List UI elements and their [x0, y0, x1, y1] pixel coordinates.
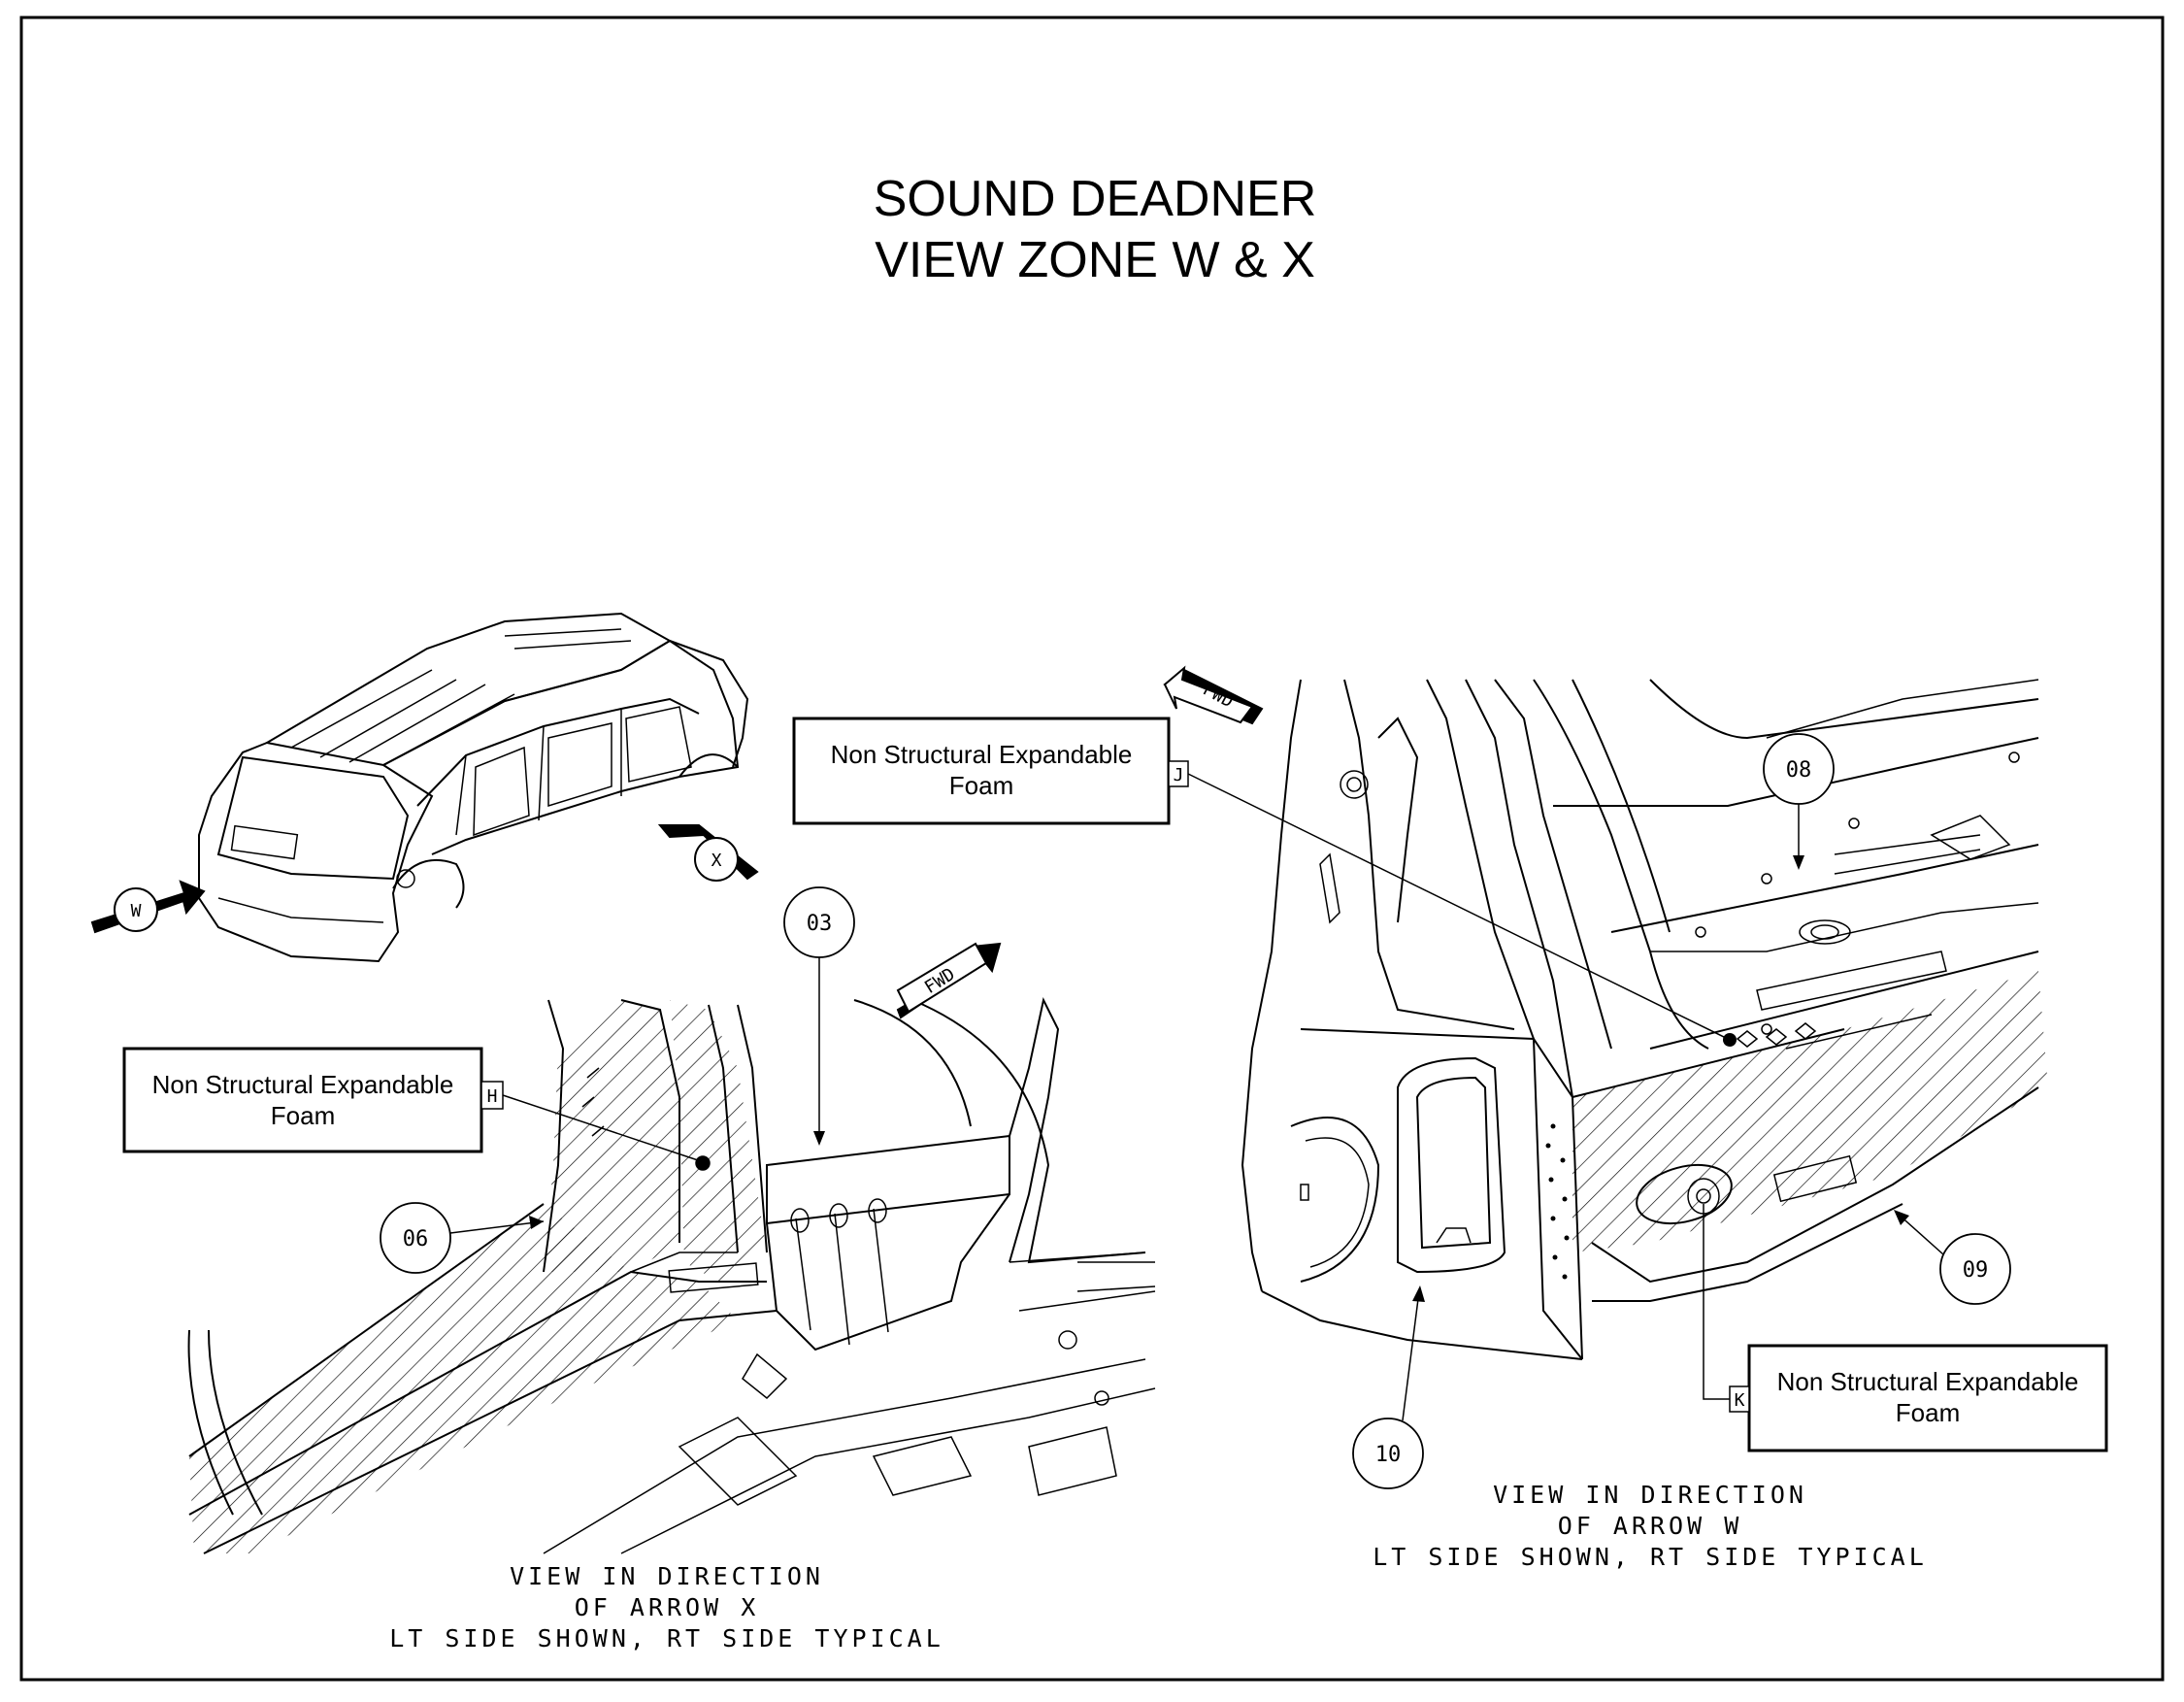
drawing-title-line1: SOUND DEADNER [874, 171, 1317, 227]
arrow-w-label: W [131, 901, 142, 921]
right-caption: VIEW IN DIRECTION OF ARROW W LT SIDE SHO… [1373, 1481, 1928, 1571]
callout-k-line1: Non Structural Expandable [1777, 1367, 2079, 1396]
balloon-09: 09 [1894, 1210, 2011, 1305]
right-caption-line1: VIEW IN DIRECTION [1493, 1481, 1807, 1509]
callout-k-line2: Foam [1896, 1398, 1960, 1427]
right-caption-line3: LT SIDE SHOWN, RT SIDE TYPICAL [1373, 1543, 1928, 1571]
right-detail-view [1241, 679, 2048, 1360]
callout-j: Non Structural Expandable Foam J [792, 717, 1737, 1047]
balloon-10: 10 [1352, 1285, 1425, 1489]
drawing-title-line2: VIEW ZONE W & X [875, 232, 1315, 288]
callout-h: Non Structural Expandable Foam H [122, 1047, 710, 1170]
left-caption-line2: OF ARROW X [575, 1593, 760, 1621]
balloon-09-label: 09 [1963, 1258, 1989, 1283]
left-detail-view [187, 997, 1156, 1554]
rivet-pattern [1545, 1123, 1570, 1280]
left-caption: VIEW IN DIRECTION OF ARROW X LT SIDE SHO… [389, 1562, 944, 1652]
balloon-10-label: 10 [1375, 1443, 1402, 1467]
arrow-w: W [90, 880, 206, 934]
balloon-06: 06 [380, 1202, 545, 1274]
callout-h-box [122, 1047, 483, 1153]
right-caption-line2: OF ARROW W [1558, 1512, 1743, 1540]
callout-k: Non Structural Expandable Foam K [1703, 1204, 2108, 1452]
left-caption-line1: VIEW IN DIRECTION [510, 1562, 824, 1590]
balloon-03-label: 03 [807, 912, 833, 936]
callout-h-line2: Foam [271, 1101, 335, 1130]
balloon-06-label: 06 [403, 1227, 429, 1251]
callout-k-flag-label: K [1735, 1390, 1745, 1411]
balloon-03: 03 [783, 886, 855, 1146]
balloon-08-label: 08 [1786, 758, 1812, 783]
callout-h-line1: Non Structural Expandable [152, 1070, 454, 1099]
arrow-x-label: X [711, 851, 722, 871]
arrow-x: X [657, 824, 759, 882]
sheet-border [19, 16, 2165, 1682]
fwd-arrow-left: FWD [896, 942, 1002, 1019]
callout-j-flag-label: J [1174, 765, 1184, 785]
callout-j-line1: Non Structural Expandable [831, 740, 1133, 769]
vehicle-overview [198, 612, 749, 963]
callout-k-box [1747, 1344, 2108, 1452]
callout-j-box [792, 717, 1171, 825]
callout-h-flag-label: H [487, 1086, 498, 1107]
balloon-08: 08 [1763, 733, 1835, 870]
callout-j-line2: Foam [949, 771, 1013, 800]
fwd-arrow-right: FWD [1163, 665, 1264, 725]
left-caption-line3: LT SIDE SHOWN, RT SIDE TYPICAL [389, 1624, 944, 1652]
